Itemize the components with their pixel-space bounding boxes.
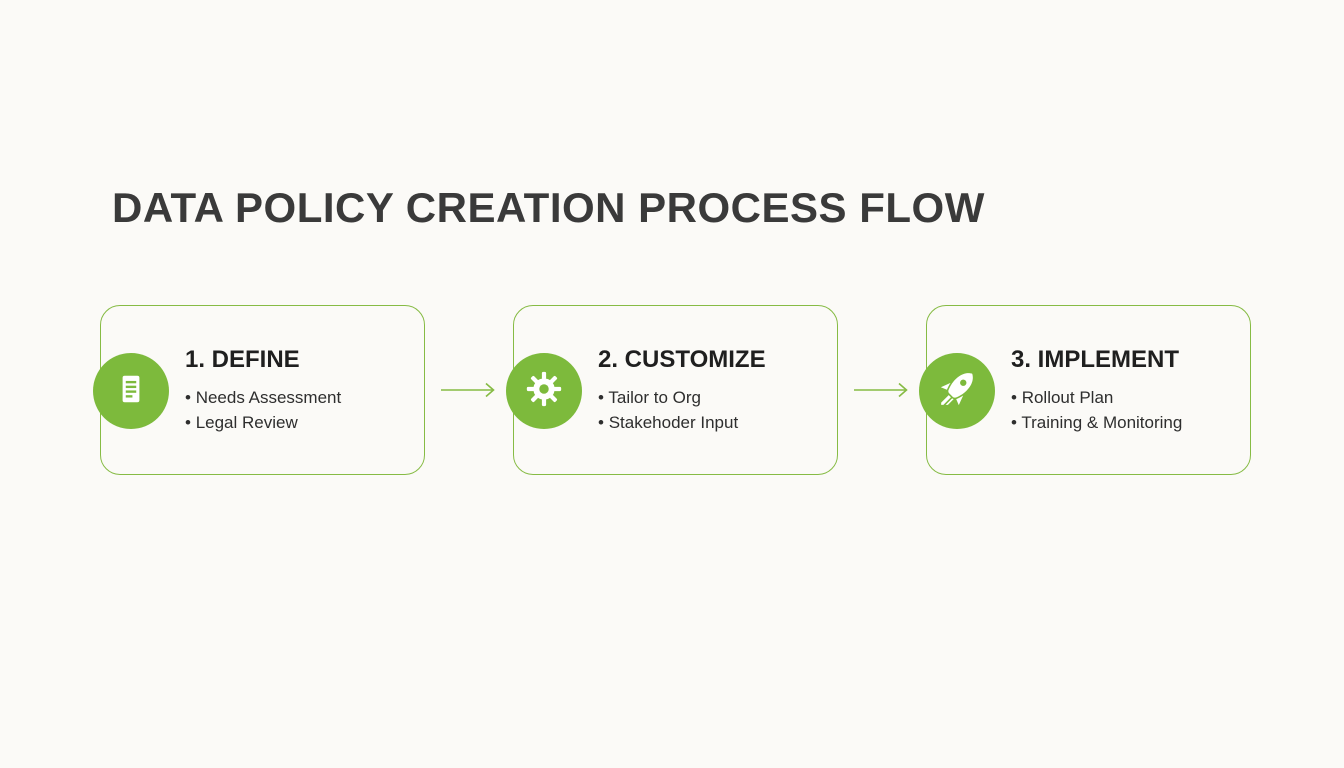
bullet-item: Rollout Plan [1011,385,1236,410]
rocket-icon [938,370,976,413]
step-card-implement: 3. IMPLEMENT Rollout Plan Training & Mon… [919,305,1251,475]
bullet-item: Legal Review [185,410,410,435]
flow-connector [838,305,926,475]
page-title: DATA POLICY CREATION PROCESS FLOW [112,184,985,232]
step-icon-badge [93,353,169,429]
step-card-define: 1. DEFINE Needs Assessment Legal Review [93,305,425,475]
gear-icon [523,368,565,415]
process-flow: 1. DEFINE Needs Assessment Legal Review [93,305,1251,475]
step-icon-badge [919,353,995,429]
bullet-item: Training & Monitoring [1011,410,1236,435]
bullet-item: Stakehoder Input [598,410,823,435]
document-icon [112,370,150,413]
step-bullets: Needs Assessment Legal Review [185,385,410,435]
step-card-customize: 2. CUSTOMIZE Tailor to Org Stakehoder In… [506,305,838,475]
step-bullets: Tailor to Org Stakehoder Input [598,385,823,435]
step-title: 1. DEFINE [185,345,300,373]
step-title: 2. CUSTOMIZE [598,345,766,373]
arrow-right-icon [440,381,498,399]
arrow-right-icon [853,381,911,399]
flow-connector [425,305,513,475]
bullet-item: Needs Assessment [185,385,410,410]
step-bullets: Rollout Plan Training & Monitoring [1011,385,1236,435]
step-title: 3. IMPLEMENT [1011,345,1180,373]
step-icon-badge [506,353,582,429]
bullet-item: Tailor to Org [598,385,823,410]
